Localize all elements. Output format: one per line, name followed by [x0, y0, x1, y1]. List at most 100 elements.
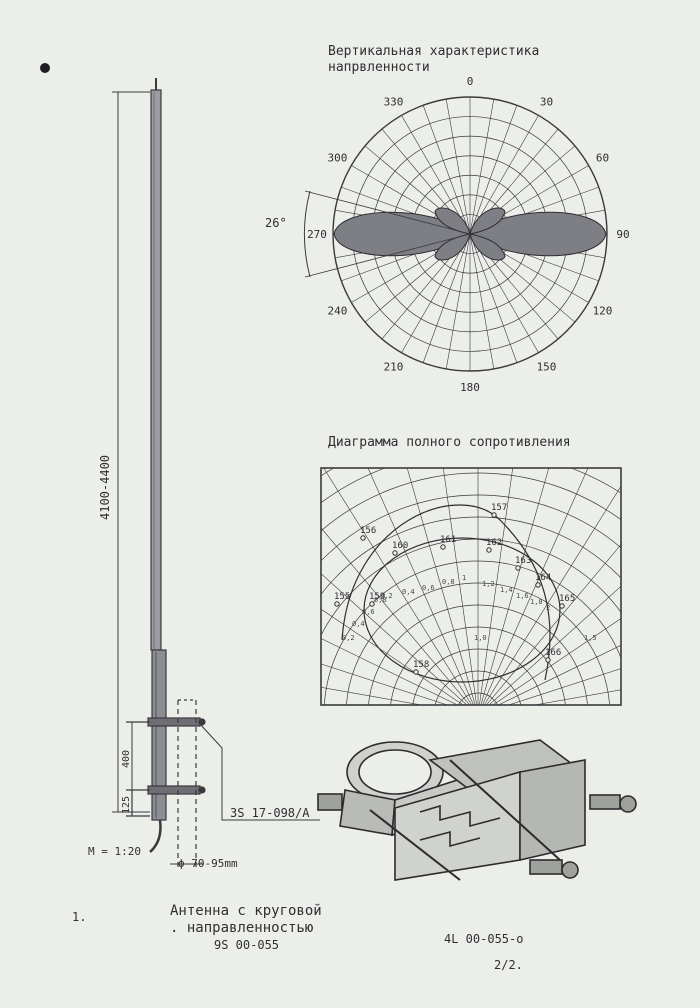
smith-spoke: [406, 468, 476, 705]
page-marker: 1.: [72, 910, 87, 924]
smith-title: Диаграмма полного сопротивления: [328, 435, 571, 450]
caption-code: 9S 00-055: [214, 938, 280, 952]
smith-spoke: [321, 663, 449, 705]
feed-cable: [149, 819, 162, 853]
polar-angle-label: 180: [460, 381, 480, 394]
smith-point-marker: [413, 669, 419, 675]
smith-scale-label: 1: [462, 574, 466, 582]
smith-spoke: [323, 468, 473, 705]
antenna-drawing: [112, 78, 320, 870]
polar-spoke: [469, 233, 539, 353]
polar-angle-label: 90: [616, 228, 629, 241]
smith-point-marker: [334, 601, 340, 607]
sheet-number: 2/2.: [494, 958, 523, 972]
beam-angle-label: 26°: [265, 216, 287, 230]
polar-title-line2: напрвленности: [328, 60, 430, 75]
smith-spoke: [479, 468, 514, 705]
polar-angle-label: 210: [384, 361, 404, 374]
polar-spoke: [401, 233, 471, 353]
smith-spoke: [480, 468, 550, 705]
caption-line2: . направленностью: [170, 920, 314, 936]
smith-scale-label: 0,2: [380, 592, 393, 600]
smith-point-label: 166: [545, 648, 561, 658]
smith-spoke: [483, 485, 621, 705]
document-number: 4L 00-055-o: [444, 932, 524, 946]
beamwidth-line-upper: [304, 190, 471, 235]
smith-spoke: [442, 468, 477, 705]
beamwidth-arc: [304, 190, 311, 278]
smith-spoke: [488, 585, 621, 705]
polar-spoke: [422, 105, 471, 235]
polar-spoke: [401, 115, 471, 235]
smith-point-label: 164: [535, 573, 551, 583]
smith-point-label: 165: [559, 594, 575, 604]
smith-scale-label: 1,8: [530, 598, 543, 606]
caption-line1: Антенна с круговой: [170, 903, 322, 919]
smith-scale-label: 0,4: [402, 588, 415, 596]
polar-spoke: [469, 233, 518, 363]
polar-spoke: [469, 105, 518, 235]
antenna-radiator: [150, 89, 162, 651]
smith-point-label: 158: [413, 660, 429, 670]
smith-scale-label: 1,4: [500, 586, 513, 594]
smith-point-marker: [486, 547, 492, 553]
smith-point-label: 159: [369, 592, 385, 602]
smith-spoke: [321, 687, 424, 705]
smith-scale-label: 1,0: [474, 634, 487, 642]
smith-spoke: [321, 608, 464, 705]
smith-point-marker: [545, 657, 551, 663]
smith-scale-label: 0,6: [422, 584, 435, 592]
smith-point-marker: [440, 544, 446, 550]
smith-point-marker: [360, 535, 366, 541]
polar-spoke: [469, 99, 495, 235]
smith-spoke: [367, 468, 474, 705]
polar-angle-label: 270: [307, 228, 327, 241]
polar-angle-label: 150: [537, 361, 557, 374]
polar-title-line1: Вертикальная характеристика: [328, 44, 540, 59]
smith-spoke: [497, 644, 621, 705]
smith-scale-label: 1,5: [584, 634, 597, 642]
smith-scale-label: 0,6: [362, 608, 375, 616]
dimension-bracket-spacing: 400: [121, 749, 132, 768]
smith-scale-label: 0,8: [374, 596, 387, 604]
upper-bracket: [147, 717, 201, 727]
side-lobe: [469, 233, 506, 261]
smith-point-label: 155: [334, 592, 350, 602]
main-lobe-right: [469, 211, 607, 257]
scale-label: M = 1:20: [88, 845, 141, 858]
smith-spoke: [507, 668, 621, 705]
smith-point-label: 161: [440, 535, 456, 545]
smith-point-label: 163: [515, 556, 531, 566]
polar-spoke: [445, 99, 471, 235]
smith-point-marker: [369, 601, 375, 607]
smith-point-marker: [535, 582, 541, 588]
smith-spoke: [321, 527, 471, 705]
beamwidth-line-lower: [304, 233, 471, 278]
polar-spoke: [469, 233, 495, 369]
smith-point-label: 156: [360, 526, 376, 536]
impedance-loop-inner: [363, 537, 561, 683]
polar-angle-label: 330: [384, 95, 404, 108]
polar-angle-label: 240: [328, 305, 348, 318]
smith-spoke: [492, 618, 621, 705]
smith-scale-label: 1,6: [516, 592, 529, 600]
smith-scale-label: 0,4: [352, 620, 365, 628]
smith-scale-label: 1,2: [482, 580, 495, 588]
polar-angle-label: 0: [467, 75, 474, 88]
main-lobe-left: [333, 211, 471, 257]
smith-point-marker: [491, 512, 497, 518]
smith-spoke: [321, 573, 468, 705]
polar-spoke: [469, 115, 539, 235]
polar-angle-label: 120: [593, 305, 613, 318]
smith-scale-label: 2: [546, 604, 550, 612]
smith-spoke: [532, 689, 621, 705]
ink-blot: [40, 63, 50, 73]
polar-angle-label: 30: [540, 95, 553, 108]
smith-point-marker: [515, 565, 521, 571]
part-number-clamp: 3S 17-098/A: [230, 806, 310, 820]
smith-point-label: 162: [486, 538, 502, 548]
